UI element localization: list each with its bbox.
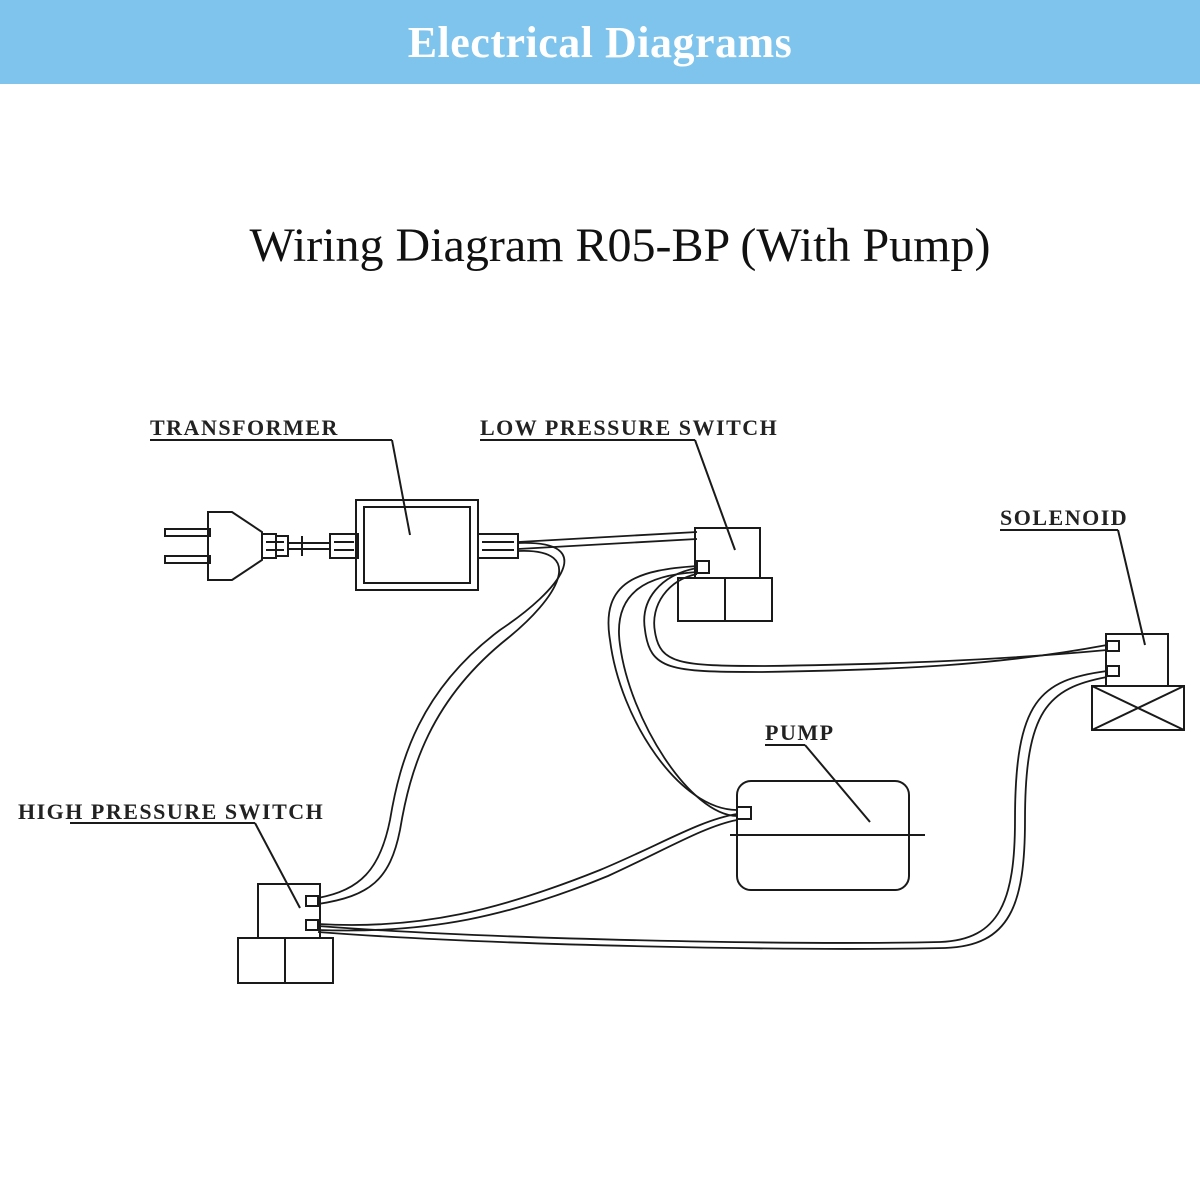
svg-text:TRANSFORMER: TRANSFORMER [150,415,339,440]
svg-text:PUMP: PUMP [765,720,835,745]
diagram-title: Wiring Diagram R05-BP (With Pump) [249,219,991,272]
solenoid-label: SOLENOID [1000,505,1146,646]
pump-label: PUMP [765,720,871,823]
svg-text:HIGH PRESSURE SWITCH: HIGH PRESSURE SWITCH [18,799,324,824]
pump [730,780,925,891]
plug-cord [288,536,330,556]
high-pressure-switch-label: HIGH PRESSURE SWITCH [18,799,324,909]
banner-title: Electrical Diagrams [407,17,793,67]
transformer-label: TRANSFORMER [150,415,411,536]
low-pressure-switch-label: LOW PRESSURE SWITCH [480,415,778,551]
svg-text:LOW PRESSURE SWITCH: LOW PRESSURE SWITCH [480,415,778,440]
svg-text:SOLENOID: SOLENOID [1000,505,1128,530]
high-pressure-switch [237,883,334,984]
power-plug [164,511,289,581]
wires [317,531,1108,950]
solenoid [1091,633,1185,731]
low-pressure-switch [677,527,773,622]
header-banner: Electrical Diagrams [0,0,1200,84]
transformer [329,499,519,591]
